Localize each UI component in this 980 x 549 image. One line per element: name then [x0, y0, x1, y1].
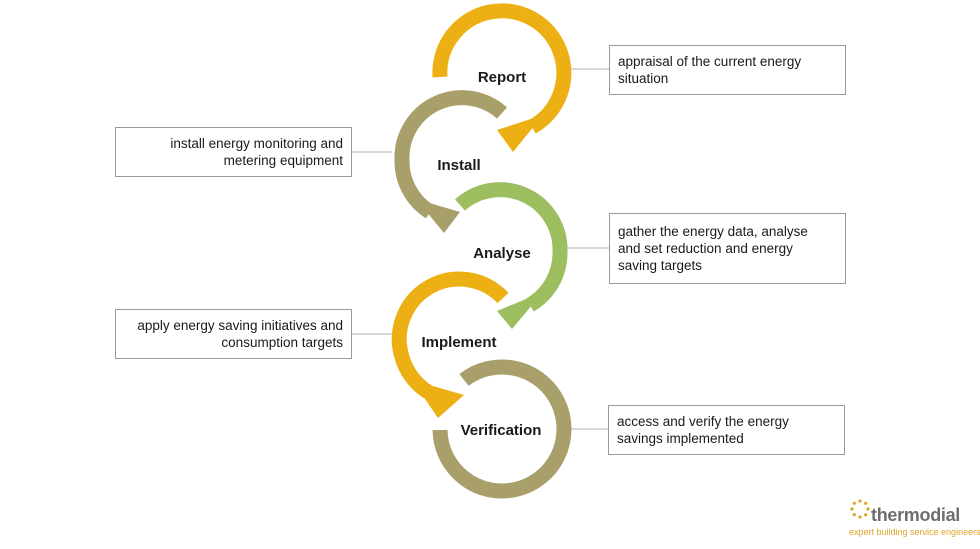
ring-report-arrowhead	[497, 115, 543, 152]
description-verification-line2: savings implemented	[617, 431, 744, 446]
description-report: appraisal of the current energy situatio…	[609, 45, 846, 95]
description-report-line2: situation	[618, 71, 669, 86]
ring-analyse	[455, 182, 568, 329]
ring-analyse-arrowhead	[497, 292, 543, 329]
ring-implement	[391, 271, 509, 418]
ring-verification-arc	[432, 359, 572, 499]
description-report-line1: appraisal of the current energy	[618, 54, 802, 69]
description-install: install energy monitoring and metering e…	[115, 127, 352, 177]
logo-name: thermodial	[871, 505, 961, 525]
ring-verification	[432, 359, 572, 499]
description-implement-line2: consumption targets	[221, 335, 343, 350]
stage-label-report: Report	[478, 69, 526, 86]
ring-analyse-arc	[455, 182, 568, 312]
description-analyse-line1: gather the energy data, analyse	[618, 224, 808, 239]
logo-tagline: expert building service engineers	[849, 527, 980, 537]
description-install-line2: metering equipment	[223, 153, 343, 168]
description-analyse-line3: saving targets	[618, 258, 703, 273]
ring-install-arrowhead	[416, 199, 460, 233]
description-install-line1: install energy monitoring and	[170, 136, 343, 151]
stage-label-implement: Implement	[421, 334, 496, 351]
description-implement: apply energy saving initiatives and cons…	[115, 309, 352, 359]
company-logo: thermodial expert building service engin…	[849, 496, 980, 544]
ring-implement-arc	[391, 271, 509, 399]
sunburst-icon	[850, 499, 870, 519]
ring-install-arc	[394, 90, 507, 219]
description-analyse: gather the energy data, analyse and set …	[609, 213, 846, 284]
description-verification: access and verify the energy savings imp…	[608, 405, 845, 455]
ring-report	[432, 3, 572, 152]
description-verification-line1: access and verify the energy	[617, 414, 789, 429]
stage-label-analyse: Analyse	[473, 245, 531, 262]
stage-label-install: Install	[437, 157, 480, 174]
ring-report-arc	[432, 3, 572, 134]
description-analyse-line2: and set reduction and energy	[618, 241, 793, 256]
ring-implement-arrowhead	[412, 380, 464, 418]
description-implement-line1: apply energy saving initiatives and	[137, 318, 343, 333]
ring-install	[394, 90, 507, 233]
stage-label-verification: Verification	[461, 422, 542, 439]
